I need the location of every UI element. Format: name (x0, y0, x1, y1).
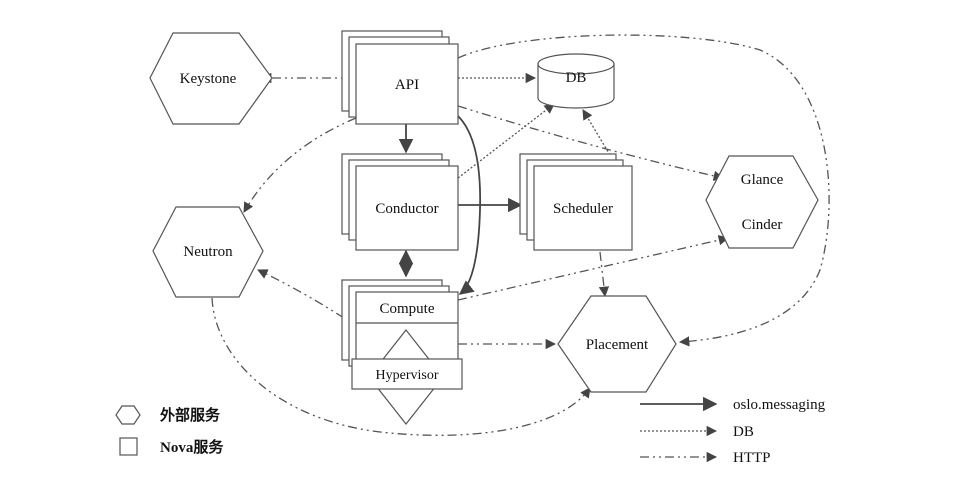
edge-compute-neutron (257, 269, 345, 319)
legend-http-label: HTTP (733, 450, 771, 466)
cinder-label: Cinder (742, 217, 783, 233)
legend-hexagon-icon (115, 405, 141, 425)
placement-node: Placement (557, 295, 677, 393)
glance-label: Glance (741, 172, 784, 188)
db-label: DB (566, 70, 587, 86)
edge-scheduler-placement (598, 251, 610, 298)
keystone-node: Keystone (149, 32, 273, 125)
keystone-label: Keystone (180, 71, 237, 87)
edge-api-placement (457, 34, 830, 347)
edge-api-neutron (243, 117, 357, 213)
edge-api-compute (457, 115, 482, 295)
api-label: API (395, 77, 419, 93)
legend-external-service: 外部服务 (159, 406, 221, 424)
neutron-node: Neutron (152, 206, 264, 298)
conductor-node: Conductor (341, 153, 459, 251)
compute-label: Compute (380, 301, 435, 317)
scheduler-label: Scheduler (553, 201, 613, 217)
legend: 外部服务 Nova服务 oslo.messaging DB HTTP (115, 396, 826, 466)
hypervisor-label: Hypervisor (376, 368, 439, 383)
legend-square-icon (119, 437, 138, 456)
compute-node: Compute Hypervisor (341, 279, 463, 425)
edge-neutron-placement (211, 297, 591, 436)
placement-label: Placement (586, 337, 649, 353)
edge-compute-cinder (457, 235, 730, 301)
edge-conductor-db (457, 103, 555, 179)
legend-db-label: DB (733, 424, 754, 440)
edge-scheduler-db (582, 109, 611, 156)
glance-cinder-node: Glance Cinder (705, 155, 819, 249)
legend-oslo-label: oslo.messaging (733, 397, 826, 413)
conductor-label: Conductor (375, 201, 438, 217)
api-node: API (341, 30, 459, 125)
scheduler-node: Scheduler (519, 153, 633, 251)
neutron-label: Neutron (183, 244, 233, 260)
db-node: DB (537, 53, 615, 109)
legend-nova-service: Nova服务 (160, 438, 224, 456)
